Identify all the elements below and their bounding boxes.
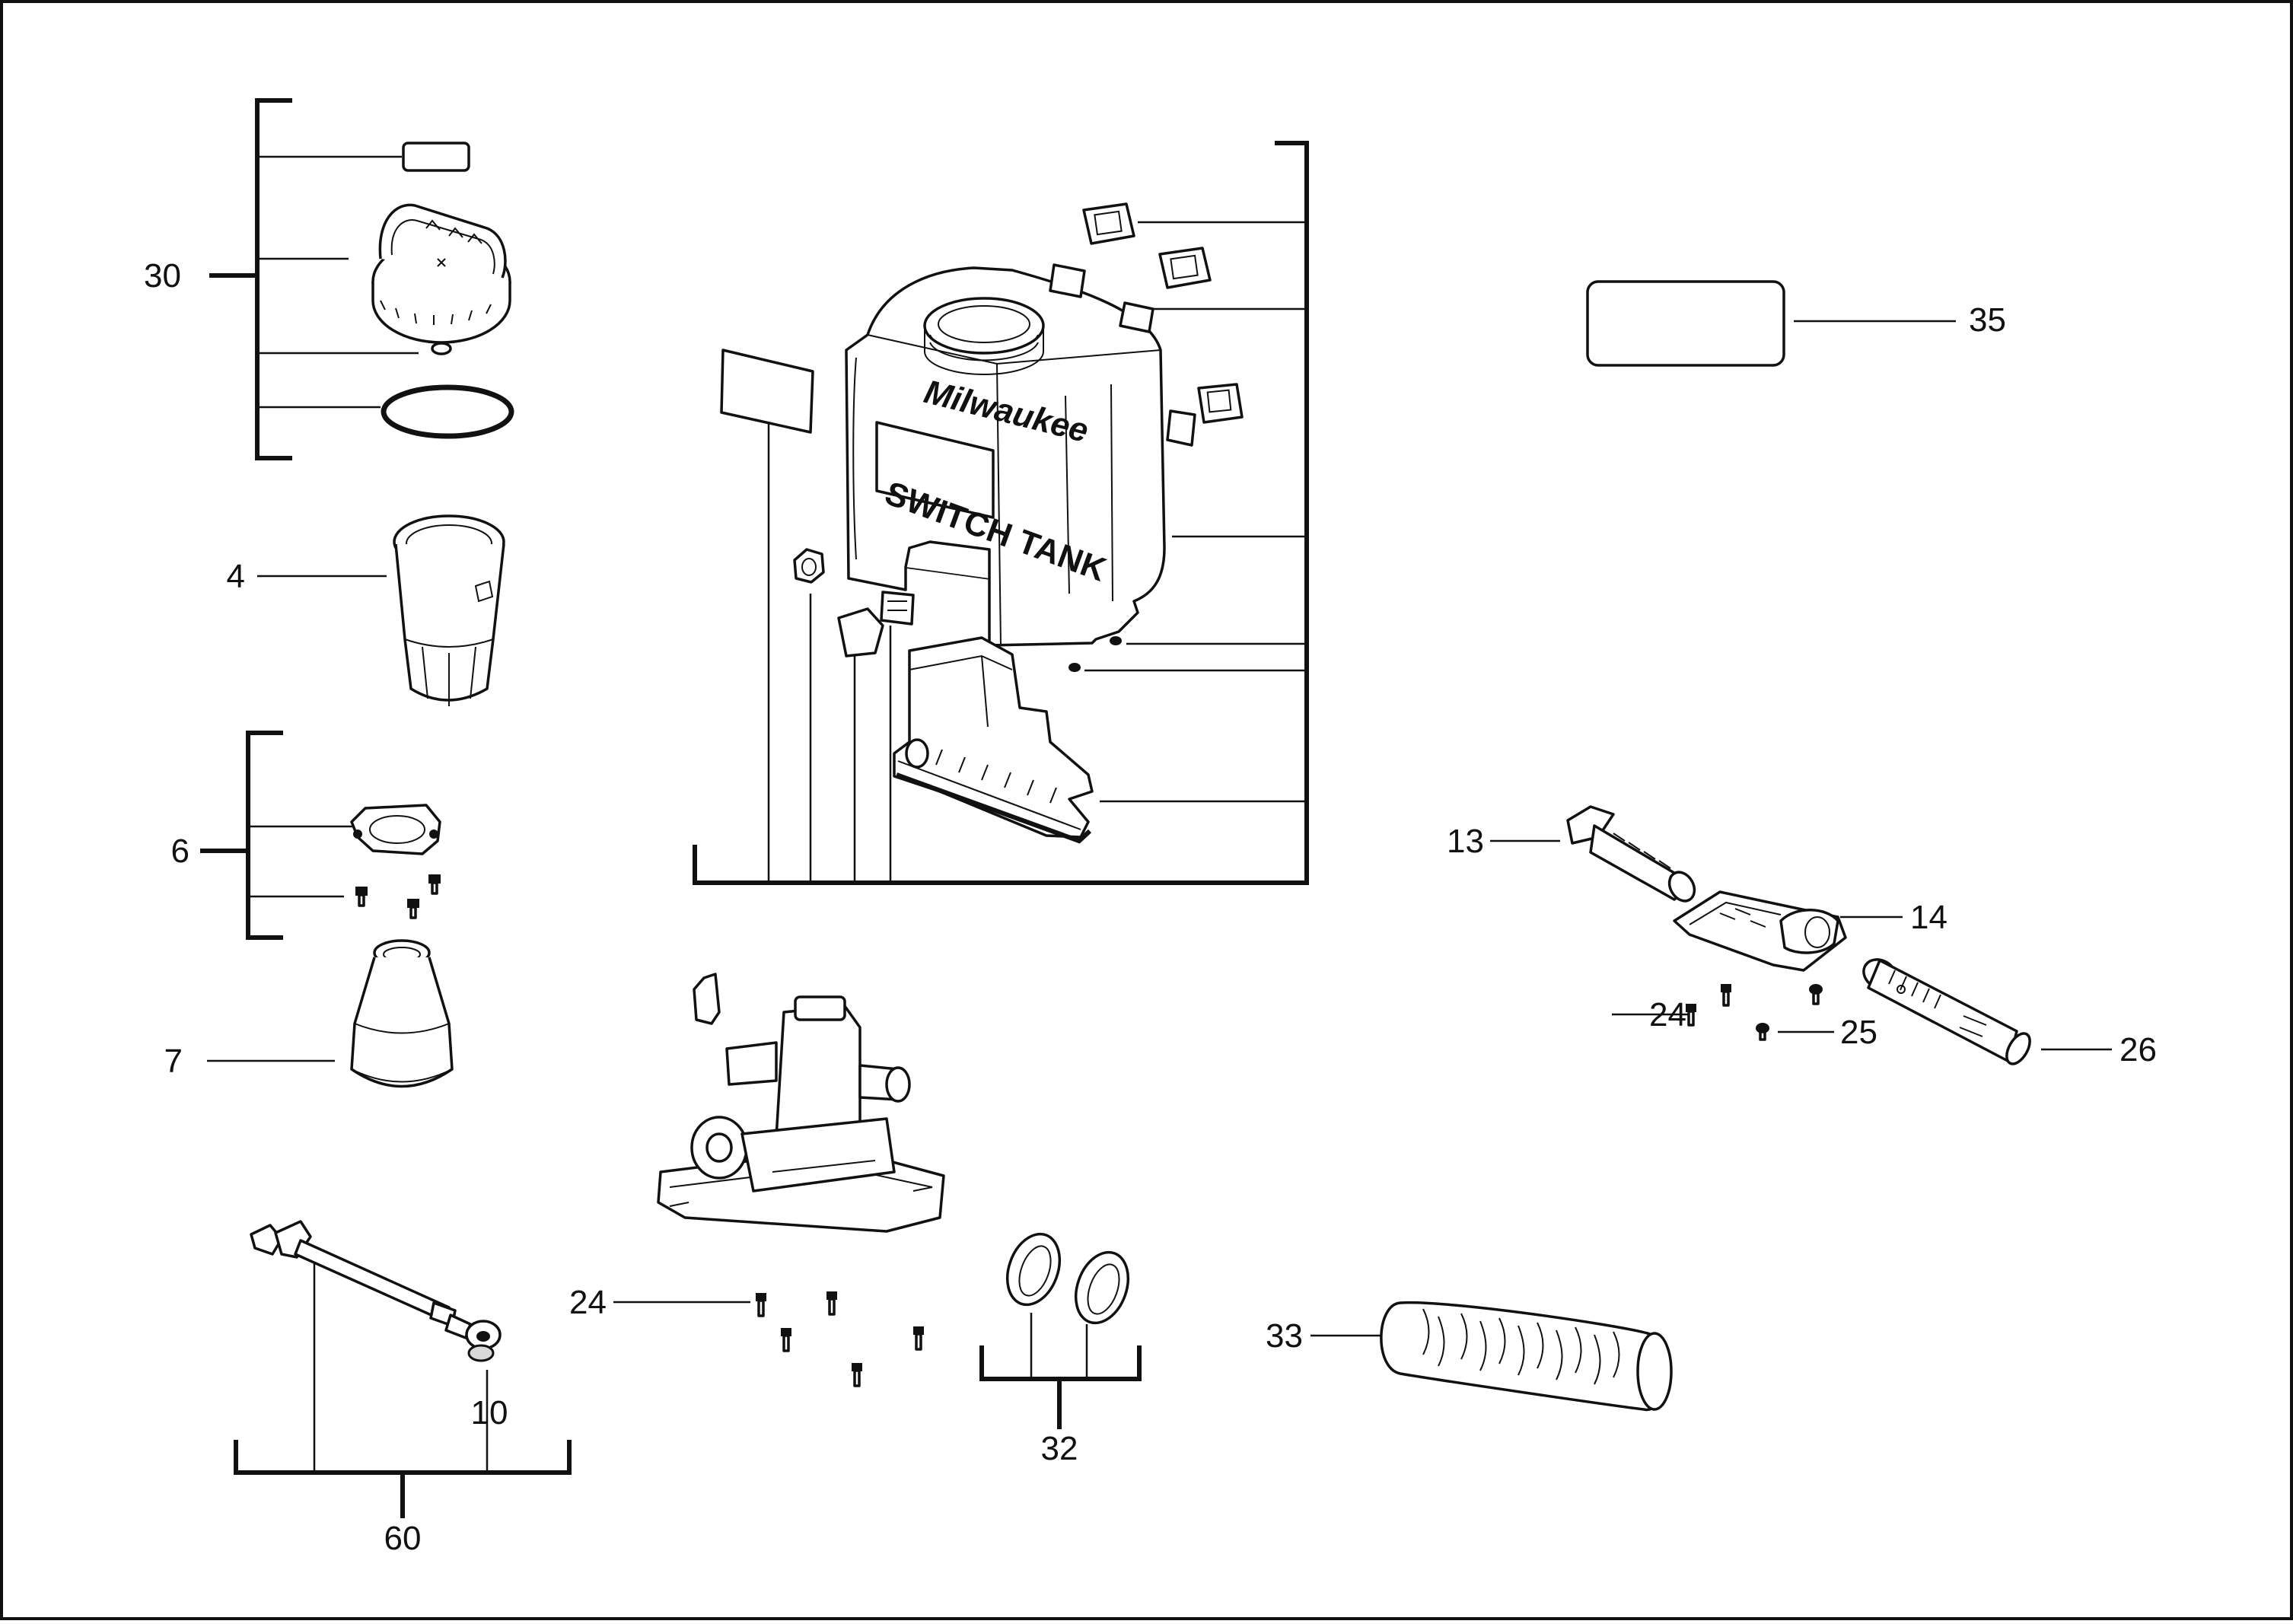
group-nozzle: 13 14 24 25 [1447, 805, 2157, 1068]
bracket-tank [693, 141, 1309, 885]
group-30-cap-assembly: 30 [144, 98, 514, 460]
callout-7: 7 [164, 1043, 183, 1080]
group-33-grip: 33 [1266, 1301, 1673, 1411]
callout-35: 35 [1969, 301, 2006, 339]
part-tank-latch-1 [1082, 202, 1135, 245]
group-35-label: 35 [1586, 280, 2006, 367]
part-tank-pad-2 [1119, 301, 1154, 333]
part-tank-latch-3 [1197, 383, 1244, 424]
bracket-30 [255, 98, 292, 460]
group-6-retainer: 6 [171, 731, 441, 940]
callout-30: 30 [144, 257, 181, 295]
part-26-nozzle-tip [1862, 958, 2031, 1065]
group-7-filter-cover: 7 [164, 939, 454, 1088]
bracket-6 [246, 731, 283, 940]
part-pump-assembly [657, 973, 945, 1233]
callout-10: 10 [471, 1394, 508, 1431]
part-tank-latch-2 [1158, 247, 1212, 289]
part-13-nozzle-tube [1566, 805, 1696, 903]
callout-25: 25 [1840, 1014, 1877, 1051]
group-32-hose-clamps: 32 [979, 1232, 1142, 1467]
group-tank-assembly: Milwaukee SWITCH TANK [693, 141, 1309, 885]
part-cap-label [402, 142, 470, 172]
part-tank-label [720, 349, 814, 434]
callout-13: 13 [1447, 823, 1484, 860]
part-hose-clamp-1 [1005, 1232, 1062, 1307]
part-fill-cap [371, 203, 511, 344]
part-side-pad [880, 591, 915, 626]
part-retainer-ring [350, 804, 441, 855]
bracket-32 [979, 1345, 1142, 1381]
part-tank-nut-1 [1110, 636, 1122, 645]
group-pump-assembly: 24 [569, 973, 945, 1387]
part-strainer-basket [393, 514, 505, 706]
group-4-strainer: 4 [227, 514, 505, 706]
part-wand-assembly [250, 1220, 502, 1362]
callout-60: 60 [384, 1520, 422, 1557]
part-tank-nut-2 [1068, 663, 1081, 672]
part-o-ring [381, 384, 514, 439]
callout-26: 26 [2119, 1031, 2157, 1068]
part-grommet [793, 548, 825, 584]
part-hose-clamp-2 [1074, 1250, 1130, 1325]
part-33-foam-grip [1380, 1301, 1673, 1411]
callout-24-pump: 24 [569, 1284, 607, 1321]
part-clip [837, 607, 884, 658]
part-pump-screws [756, 1291, 924, 1387]
callout-6: 6 [171, 833, 189, 870]
callout-4: 4 [227, 558, 245, 595]
callout-14: 14 [1910, 899, 1947, 936]
part-tank-body: Milwaukee SWITCH TANK [845, 266, 1166, 647]
part-retainer-screws [355, 874, 441, 919]
part-25-screws [1756, 984, 1823, 1041]
part-nozzle-screws [1686, 984, 1731, 1027]
part-14-nozzle-housing [1673, 890, 1847, 972]
bracket-60 [234, 1440, 572, 1475]
part-tank-pad-3 [1166, 409, 1196, 447]
part-tank-base [893, 636, 1094, 844]
group-60-wand: 60 10 [234, 1220, 572, 1557]
callout-33: 33 [1266, 1317, 1303, 1355]
part-washer [431, 342, 452, 355]
callout-32: 32 [1041, 1430, 1078, 1467]
part-filter-cover [350, 939, 454, 1088]
part-warning-label [1586, 280, 1785, 367]
part-tank-pad-1 [1049, 263, 1086, 298]
